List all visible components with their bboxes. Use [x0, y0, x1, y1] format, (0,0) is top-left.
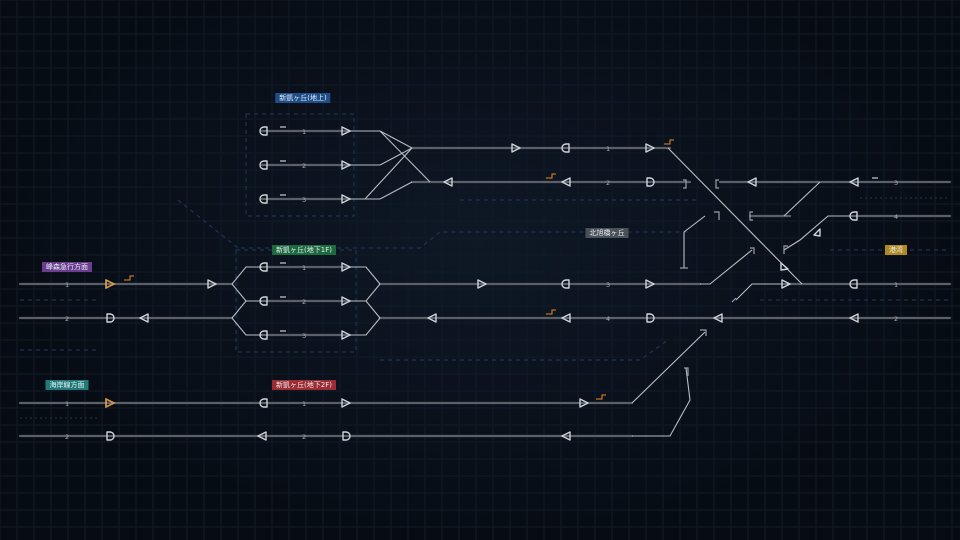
signal-18[interactable] [259, 330, 268, 340]
route-flags [124, 139, 674, 400]
signal-25[interactable] [427, 313, 437, 323]
signal-6[interactable] [511, 143, 521, 153]
center-track-3: 3 [606, 281, 610, 289]
signal-13[interactable] [207, 279, 217, 289]
middle-track-1: 1 [302, 264, 306, 272]
signal-44[interactable] [849, 313, 859, 323]
upper-track-3: 3 [302, 196, 306, 204]
right-track-1: 1 [894, 281, 898, 289]
signal-14[interactable] [106, 313, 115, 323]
left-lower-track-1: 1 [65, 400, 69, 408]
signal-43[interactable] [713, 313, 723, 323]
signal-20[interactable] [341, 296, 351, 306]
right-track-4: 4 [894, 213, 898, 221]
platform-markers [280, 126, 878, 332]
left-track-1: 1 [65, 281, 69, 289]
signal-39[interactable] [813, 228, 821, 237]
lower-track-2: 2 [302, 433, 306, 441]
signal-8[interactable] [645, 143, 655, 153]
signal-5[interactable] [259, 194, 268, 204]
right-track-3: 3 [894, 179, 898, 187]
signal-26[interactable] [561, 313, 571, 323]
signal-24[interactable] [645, 279, 655, 289]
middle-track-3: 3 [302, 332, 306, 340]
signal-41[interactable] [781, 279, 791, 289]
right-track-2: 2 [894, 315, 898, 323]
signal-27[interactable] [646, 313, 655, 323]
signal-33[interactable] [257, 431, 267, 441]
signals [105, 126, 859, 441]
buffer-stops [680, 179, 788, 376]
station-label-upper[interactable]: 新凱ヶ丘(地上) [275, 93, 331, 103]
active-signal[interactable] [105, 278, 116, 290]
signal-2[interactable] [341, 194, 351, 204]
signal-10[interactable] [561, 177, 571, 187]
track-number-labels: 1 2 3 1 2 3 1 2 1 2 3 4 3 4 1 2 1 2 1 2 [65, 128, 898, 441]
signal-0[interactable] [341, 126, 351, 136]
signal-1[interactable] [341, 160, 351, 170]
signal-32[interactable] [579, 398, 589, 408]
upper-track-2: 2 [302, 162, 306, 170]
left-lower-track-2: 2 [65, 433, 69, 441]
signal-4[interactable] [259, 160, 268, 170]
signal-23[interactable] [561, 279, 570, 289]
signal-37[interactable] [849, 177, 859, 187]
station-label-right[interactable]: 港湾 [885, 245, 907, 255]
signal-36[interactable] [747, 177, 757, 187]
station-label-mid-right[interactable]: 北旭橋ヶ丘 [585, 228, 629, 238]
left-track-2: 2 [65, 315, 69, 323]
upper-track-1: 1 [302, 128, 306, 136]
tracks [18, 129, 952, 438]
signal-31[interactable] [341, 398, 351, 408]
center-track-2: 2 [606, 179, 610, 187]
center-track-4: 4 [606, 315, 610, 323]
active-signal[interactable] [105, 397, 116, 409]
signal-15[interactable] [139, 313, 149, 323]
signal-16[interactable] [259, 262, 268, 272]
signal-40[interactable] [780, 262, 789, 271]
signal-7[interactable] [561, 143, 570, 153]
middle-track-2: 2 [302, 298, 306, 306]
station-label-left-bottom[interactable]: 海岸線方面 [45, 380, 89, 390]
signal-30[interactable] [259, 398, 268, 408]
signal-34[interactable] [342, 431, 351, 441]
station-label-left-top[interactable]: 峰森急行方面 [42, 262, 92, 272]
station-label-middle[interactable]: 新凱ヶ丘(地下1F) [272, 245, 336, 255]
signal-35[interactable] [561, 431, 571, 441]
signal-19[interactable] [341, 262, 351, 272]
signal-22[interactable] [477, 279, 487, 289]
signal-21[interactable] [341, 330, 351, 340]
signal-38[interactable] [849, 211, 858, 221]
signal-9[interactable] [443, 177, 453, 187]
track-branches [231, 130, 850, 437]
signal-29[interactable] [106, 431, 115, 441]
center-track-1: 1 [606, 145, 610, 153]
station-label-lower[interactable]: 新凱ヶ丘(地下2F) [272, 380, 336, 390]
signal-17[interactable] [259, 296, 268, 306]
dashed-routes [20, 113, 950, 419]
signal-42[interactable] [849, 279, 858, 289]
signal-3[interactable] [259, 126, 268, 136]
signal-11[interactable] [646, 177, 655, 187]
lower-track-1: 1 [302, 400, 306, 408]
